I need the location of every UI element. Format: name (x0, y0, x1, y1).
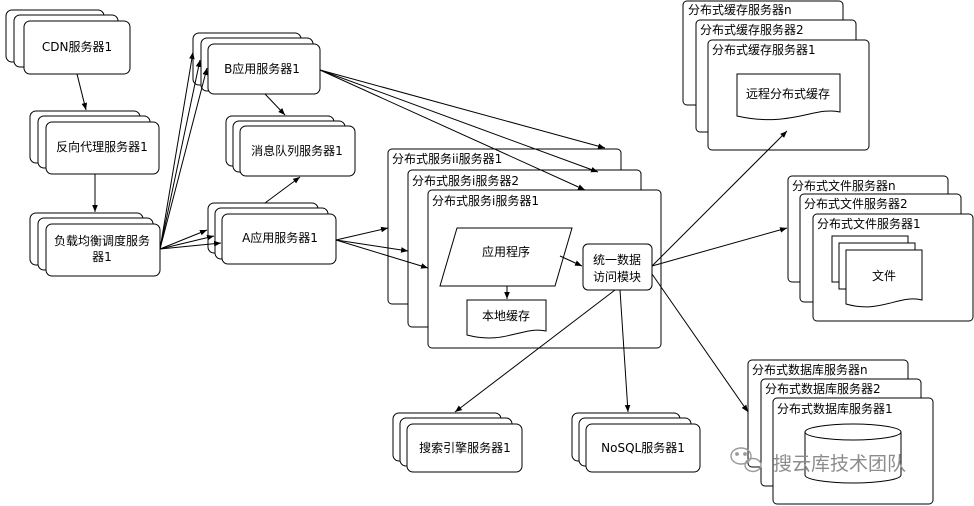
distributed-cache-server-stack: 分布式缓存服务器n 分布式缓存服务器2 分布式缓存服务器1 远程分布式缓存 (682, 0, 870, 151)
arrow-a-to-ds-1 (335, 226, 389, 241)
cache-server-n-label: 分布式缓存服务器n (688, 2, 792, 17)
wechat-icon (730, 447, 762, 473)
search-engine-server-label: 搜索引擎服务器1 (419, 440, 511, 455)
arrow-a-to-ds-2 (335, 239, 409, 253)
db-server-2-label: 分布式数据库服务器2 (765, 381, 881, 396)
arrow-lb-to-a-3 (159, 240, 222, 250)
message-queue-server-label: 消息队列服务器1 (251, 143, 343, 158)
load-balancer-label-line2: 器1 (92, 250, 112, 264)
cache-server-2-label: 分布式缓存服务器2 (700, 22, 804, 37)
arrow-lb-to-b-3 (159, 67, 208, 250)
remote-cache-node: 远程分布式缓存 (736, 73, 841, 121)
file-document-label: 文件 (872, 268, 896, 283)
application-program-label: 应用程序 (482, 244, 530, 259)
arrow-a-to-ds-3 (335, 239, 429, 269)
arrow-unified-to-nosql (619, 289, 631, 413)
db-server-n-label: 分布式数据库服务器n (752, 362, 868, 377)
connection-arrows (76, 51, 788, 413)
watermark-text: 搜云库技术团队 (773, 453, 906, 475)
message-queue-server-stack: 消息队列服务器1 (225, 115, 356, 177)
unified-data-access-module: 统一数据 访问模块 (582, 243, 653, 291)
remote-cache-label: 远程分布式缓存 (746, 86, 830, 101)
local-cache-node: 本地缓存 (466, 299, 547, 339)
a-app-server-label: A应用服务器1 (242, 230, 318, 245)
arrow-b-to-ds-2 (319, 69, 599, 173)
distributed-service-stack: 分布式服务ii服务器1 分布式服务i服务器2 分布式服务i服务器1 应用程序 本… (387, 148, 662, 349)
b-app-server-stack: B应用服务器1 (192, 32, 321, 95)
file-server-1-label: 分布式文件服务器1 (817, 216, 921, 231)
distributed-service-i1-label: 分布式服务i服务器1 (432, 193, 539, 208)
file-server-n-label: 分布式文件服务器n (792, 178, 896, 193)
file-document-node: 文件 (831, 235, 923, 308)
arrow-unified-to-cache (651, 130, 788, 267)
b-app-server-label: B应用服务器1 (224, 61, 300, 76)
nosql-server-label: NoSQL服务器1 (601, 440, 685, 455)
database-cylinder-icon (804, 423, 902, 484)
arrow-app-to-unified (559, 255, 583, 267)
local-cache-label: 本地缓存 (482, 309, 530, 323)
unified-access-label-line1: 统一数据 (593, 252, 641, 267)
arrow-unified-to-file (651, 227, 788, 267)
arrow-unified-to-search (454, 289, 616, 413)
arrow-lb-to-a-1 (159, 229, 208, 250)
search-engine-server-stack: 搜索引擎服务器1 (392, 412, 523, 473)
arrow-cdn-to-proxy (76, 73, 88, 111)
distributed-database-server-stack: 分布式数据库服务器n 分布式数据库服务器2 分布式数据库服务器1 (747, 359, 934, 505)
watermark: 搜云库技术团队 (730, 447, 906, 475)
file-server-2-label: 分布式文件服务器2 (804, 196, 908, 211)
unified-access-label-line2: 访问模块 (593, 270, 641, 284)
cdn-server-label: CDN服务器1 (42, 39, 112, 54)
arrow-b-to-ds-1 (319, 69, 606, 149)
distributed-file-server-stack: 分布式文件服务器n 分布式文件服务器2 分布式文件服务器1 文件 (787, 175, 974, 322)
load-balancer-server-stack: 负载均衡调度服务 器1 (29, 212, 161, 277)
distributed-service-ii-label: 分布式服务ii服务器1 (392, 151, 502, 166)
reverse-proxy-server-stack: 反向代理服务器1 (29, 110, 160, 175)
load-balancer-label-line1: 负载均衡调度服务 (54, 233, 150, 248)
arrow-lb-to-b-2 (159, 59, 202, 250)
application-program-node: 应用程序 (439, 227, 573, 287)
db-server-1-label: 分布式数据库服务器1 (777, 401, 893, 416)
arrow-lb-to-b-1 (159, 51, 195, 250)
arrow-unified-to-db (651, 273, 749, 413)
arrow-lb-to-a-2 (159, 234, 215, 250)
arrow-b-to-mq (264, 93, 286, 116)
cdn-server-stack: CDN服务器1 (5, 9, 131, 75)
reverse-proxy-server-label: 反向代理服务器1 (56, 139, 148, 154)
arrow-a-to-mq (264, 176, 301, 204)
a-app-server-stack: A应用服务器1 (207, 202, 337, 265)
cache-server-1-label: 分布式缓存服务器1 (712, 42, 816, 57)
arrow-b-to-ds-3 (319, 69, 586, 191)
nosql-server-stack: NoSQL服务器1 (571, 412, 701, 473)
distributed-service-i2-label: 分布式服务i服务器2 (412, 173, 519, 188)
